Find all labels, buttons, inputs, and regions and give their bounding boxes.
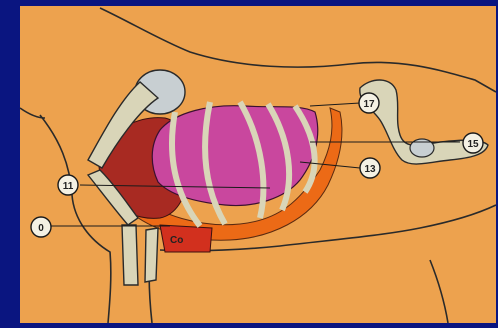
callout-17: 17 bbox=[359, 93, 379, 113]
svg-text:17: 17 bbox=[363, 99, 375, 110]
callout-11: 11 bbox=[58, 175, 78, 195]
callout-15: 15 bbox=[463, 133, 483, 153]
forearm-bone-2 bbox=[145, 228, 158, 282]
svg-text:11: 11 bbox=[63, 181, 74, 192]
heart-apex bbox=[160, 225, 212, 252]
forearm-bone bbox=[122, 225, 138, 285]
svg-text:0: 0 bbox=[38, 223, 44, 234]
svg-text:13: 13 bbox=[364, 164, 376, 175]
callout-0: 0 bbox=[31, 217, 51, 237]
heart-label: Co bbox=[170, 235, 183, 246]
svg-text:15: 15 bbox=[467, 139, 479, 150]
callout-13: 13 bbox=[360, 158, 380, 178]
